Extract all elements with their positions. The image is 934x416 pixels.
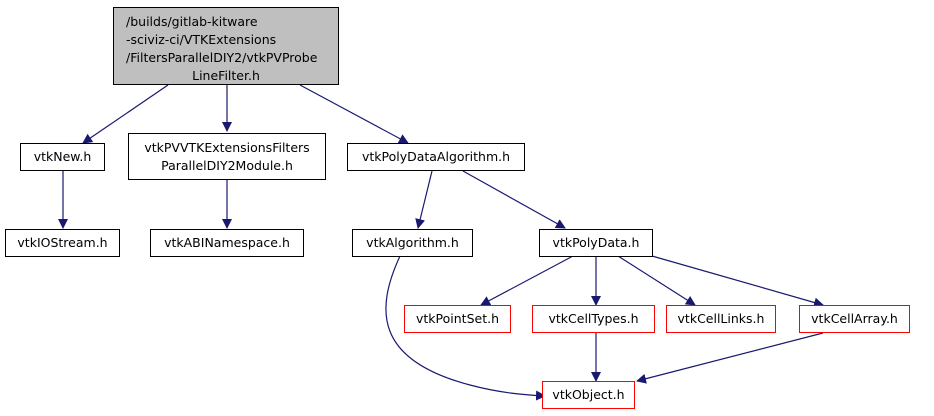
- edge-cellarray-object: [636, 332, 824, 384]
- node-root-vtkpvprobelinefilter[interactable]: /builds/gitlab-kitware -sciviz-ci/VTKExt…: [113, 7, 339, 85]
- edge-pda-algorithm: [415, 170, 433, 229]
- edge-pda-polydata: [462, 170, 566, 229]
- edge-polydata-celllinks: [617, 255, 696, 306]
- edge-polydata-pointset: [480, 255, 574, 306]
- edge-root-polydataalgorithm: [299, 84, 409, 144]
- node-label: vtkCellTypes.h: [548, 311, 639, 326]
- edge-algorithm-object: [385, 255, 546, 401]
- root-line-3: /FiltersParallelDIY2/vtkPVProbe: [126, 50, 318, 65]
- node-abinamespace[interactable]: vtkABINamespace.h: [150, 229, 304, 257]
- node-label: vtkCellLinks.h: [677, 311, 765, 326]
- node-label: vtkNew.h: [33, 149, 92, 164]
- node-label: vtkAlgorithm.h: [366, 235, 459, 250]
- node-label: vtkPolyDataAlgorithm.h: [361, 149, 511, 164]
- root-line-2: -sciviz-ci/VTKExtensions: [126, 32, 277, 47]
- node-celltypes[interactable]: vtkCellTypes.h: [532, 305, 655, 333]
- node-cellarray[interactable]: vtkCellArray.h: [799, 305, 910, 333]
- module-line-2: ParallelDIY2Module.h: [161, 157, 293, 173]
- edge-polydata-cellarray: [651, 255, 824, 308]
- edge-root-vtknew: [82, 84, 169, 144]
- node-label: vtkObject.h: [552, 387, 625, 402]
- node-label: vtkPointSet.h: [416, 311, 499, 326]
- node-module[interactable]: vtkPVVTKExtensionsFilters ParallelDIY2Mo…: [128, 133, 326, 180]
- node-label: vtkABINamespace.h: [164, 235, 290, 250]
- node-label: vtkPolyData.h: [552, 235, 640, 250]
- node-pointset[interactable]: vtkPointSet.h: [404, 305, 511, 333]
- node-iostream[interactable]: vtkIOStream.h: [5, 229, 120, 257]
- module-line-1: vtkPVVTKExtensionsFilters: [144, 139, 310, 155]
- node-object[interactable]: vtkObject.h: [542, 381, 635, 409]
- node-label: vtkIOStream.h: [17, 235, 108, 250]
- node-label: vtkCellArray.h: [811, 311, 898, 326]
- root-line-1: /builds/gitlab-kitware: [126, 14, 258, 29]
- node-celllinks[interactable]: vtkCellLinks.h: [666, 305, 776, 333]
- node-algorithm[interactable]: vtkAlgorithm.h: [352, 229, 473, 257]
- node-polydata[interactable]: vtkPolyData.h: [539, 229, 653, 257]
- root-line-4: LineFilter.h: [192, 68, 260, 83]
- node-polydataalgorithm[interactable]: vtkPolyDataAlgorithm.h: [347, 143, 525, 171]
- node-vtknew[interactable]: vtkNew.h: [20, 143, 105, 171]
